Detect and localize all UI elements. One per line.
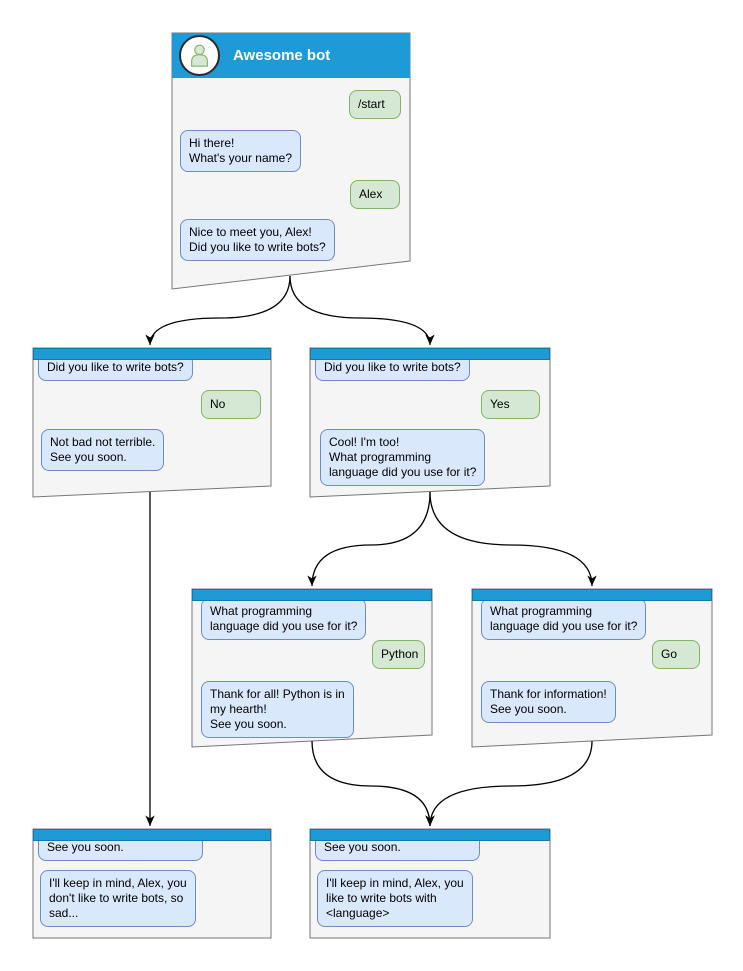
flow-arrow-start-to-no: [145, 275, 291, 346]
chat-window-header-end-yes: [310, 829, 550, 841]
chat-window-header-start: Awesome bot: [172, 33, 410, 78]
flow-arrow-start-to-yes: [289, 275, 435, 346]
chat-window-header-yes: [310, 348, 550, 360]
chat-window-header-go: [472, 589, 712, 601]
bot-message: What programming language did you use fo…: [481, 598, 647, 640]
user-icon: [191, 44, 208, 67]
user-message: Yes: [481, 390, 540, 419]
user-message: No: [201, 390, 261, 419]
bot-message: I'll keep in mind, Alex, you like to wri…: [317, 870, 473, 927]
bot-message: I'll keep in mind, Alex, you don't like …: [40, 870, 196, 927]
bot-message: Not bad not terrible. See you soon.: [41, 429, 165, 471]
user-message: Go: [652, 640, 700, 669]
bot-message: Thank for all! Python is in my hearth! S…: [201, 681, 354, 738]
bot-message: Hi there! What's your name?: [180, 130, 302, 172]
chat-title: Awesome bot: [233, 47, 331, 64]
flow-arrow-yes-to-python: [307, 491, 431, 587]
chat-window-header-end-no: [33, 829, 271, 841]
flow-arrow-python-to-end: [311, 740, 435, 827]
user-message: Python: [372, 640, 425, 669]
bot-message: Thank for information! See you soon.: [481, 681, 616, 723]
chat-window-header-python: [192, 589, 432, 601]
chat-window-header-no: [33, 348, 271, 360]
flow-arrow-go-to-end: [425, 740, 593, 827]
flow-arrow-yes-to-go: [429, 491, 597, 587]
bot-message: Nice to meet you, Alex! Did you like to …: [180, 219, 335, 261]
bot-avatar: [179, 35, 220, 76]
bot-message: What programming language did you use fo…: [201, 598, 367, 640]
user-message: Alex: [350, 180, 400, 209]
bot-message: Cool! I'm too! What programming language…: [320, 429, 486, 486]
user-message: /start: [349, 90, 401, 119]
